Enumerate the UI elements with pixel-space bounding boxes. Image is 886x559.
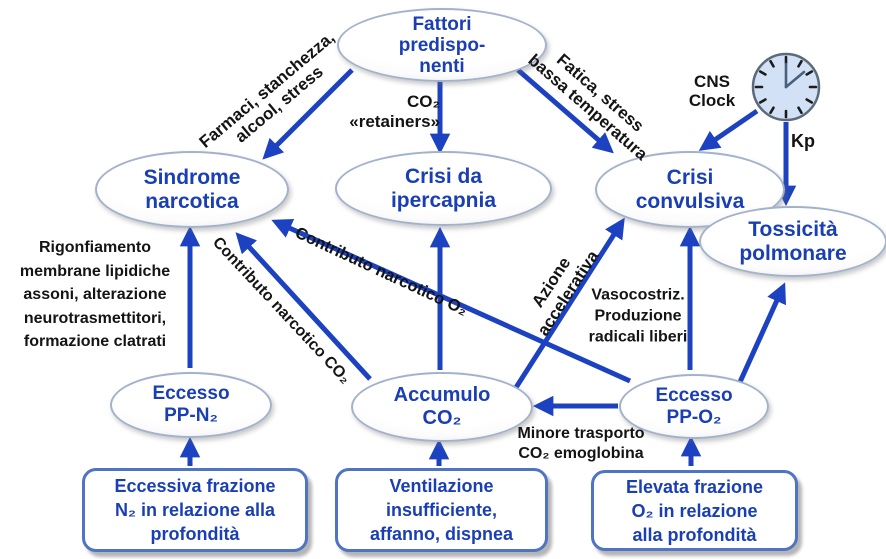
node-tossicita-polmonare: Tossicità polmonare (699, 206, 886, 277)
node-sindrome-label: Sindrome narcotica (143, 165, 241, 213)
node-fattori-label: Fattori predispo- nenti (398, 13, 486, 77)
label-rigonfiamento-membrane: Rigonfiamento membrane lipidiche assoni,… (19, 239, 171, 350)
label-cns-clock: CNS Clock (688, 72, 736, 110)
label-minore-trasporto: Minore trasporto CO₂ emoglobina (517, 425, 645, 462)
label-vasocostrizione: Vasocostriz. Produzione radicali liberi (588, 286, 688, 346)
node-ppo2-label: Eccesso PP-O₂ (655, 384, 733, 428)
box-o2-label: Elevata frazione O₂ in relazione alla pr… (625, 476, 764, 545)
arrow-clock-to-convulsiva (698, 108, 759, 151)
box-elevata-frazione-o2: Elevata frazione O₂ in relazione alla pr… (591, 470, 798, 551)
box-vent-label: Ventilazione insufficiente, affanno, dis… (369, 476, 513, 544)
node-crisi-ipercapnia: Crisi da ipercapnia (335, 151, 552, 226)
arrow-fattori-to-convulsiva (516, 68, 614, 154)
arrow-contributo-o2 (271, 218, 632, 384)
clock-hands (784, 62, 806, 89)
label-co2-retainers: CO₂ «retainers» (349, 92, 440, 131)
arrow-contributo-co2 (235, 232, 372, 381)
arrow-ppo2-to-tossicita (737, 282, 786, 384)
node-ppn2-label: Eccesso PP-N₂ (152, 383, 230, 426)
label-kp: Kp (791, 131, 815, 151)
node-accumulo-label: Accumulo CO₂ (393, 384, 491, 429)
node-accumulo-co2: Accumulo CO₂ (351, 372, 533, 442)
arrow-fattori-to-sindrome (262, 68, 354, 160)
node-eccesso-pp-o2: Eccesso PP-O₂ (619, 374, 769, 439)
node-tossicita-label: Tossicità polmonare (739, 217, 847, 265)
node-sindrome-narcotica: Sindrome narcotica (95, 151, 289, 228)
cns-clock-icon (751, 52, 821, 122)
node-eccesso-pp-n2: Eccesso PP-N₂ (110, 372, 272, 438)
clock-ticks (754, 55, 818, 119)
box-eccessiva-frazione-n2: Eccessiva frazione N₂ in relazione alla … (82, 468, 308, 552)
node-ipercapnia-label: Crisi da ipercapnia (390, 164, 497, 212)
box-ventilazione-insufficiente: Ventilazione insufficiente, affanno, dis… (335, 468, 548, 552)
box-n2-label: Eccessiva frazione N₂ in relazione alla … (114, 476, 276, 544)
arrow-azione-accelerativa (505, 217, 625, 402)
node-fattori-predisponenti: Fattori predispo- nenti (337, 8, 547, 82)
node-convulsiva-label: Crisi convulsiva (635, 165, 745, 213)
